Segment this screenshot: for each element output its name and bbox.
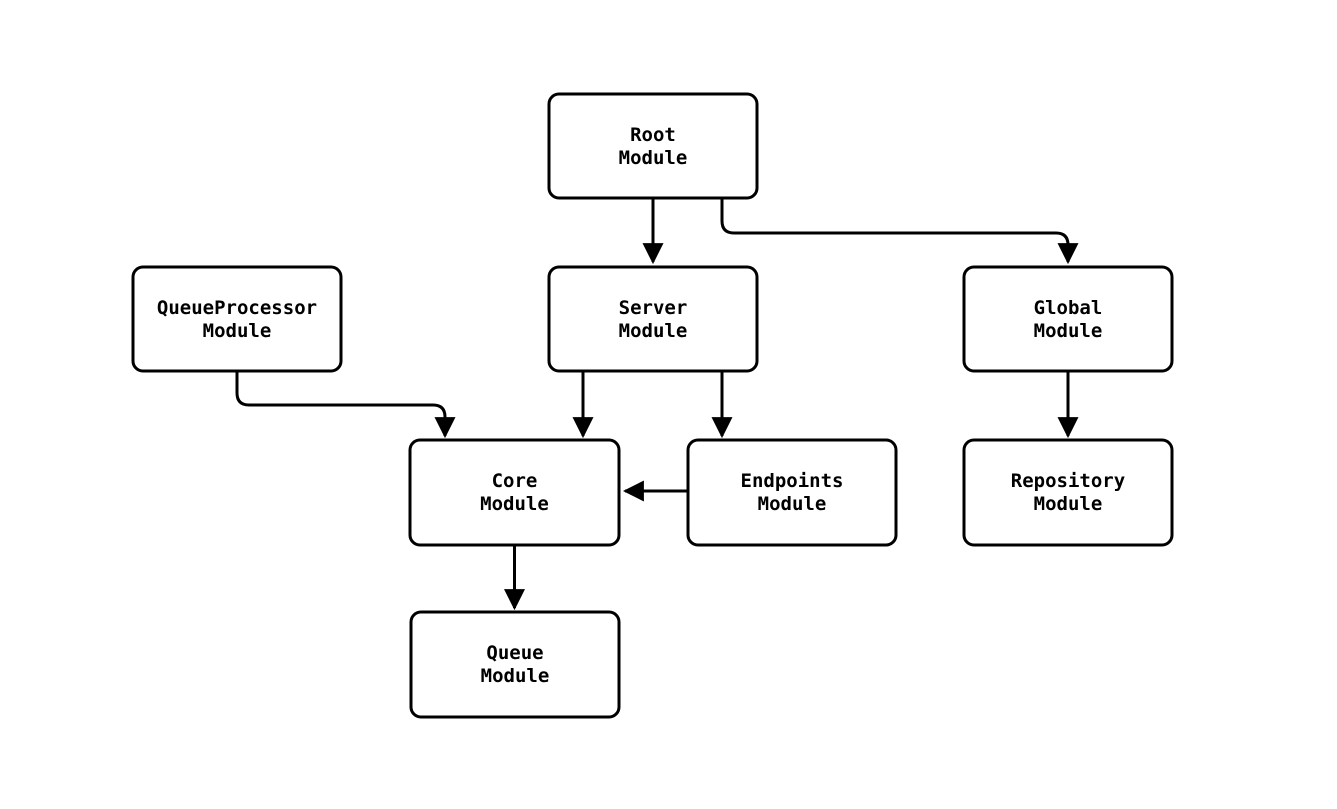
node-queue-module-box: [409, 610, 621, 719]
node-endpoints-module-box: [686, 438, 898, 547]
node-server-module-box: [547, 265, 759, 373]
node-core-module-box: [408, 438, 621, 547]
node-global-module-box: [962, 265, 1174, 373]
node-repository-module-box: [962, 438, 1174, 547]
edge-queueprocessor-to-core: [235, 371, 456, 439]
node-root-module-box: [547, 92, 759, 200]
node-queueprocessor-module-box: [131, 265, 343, 373]
edge-root-to-global: [720, 198, 1079, 265]
